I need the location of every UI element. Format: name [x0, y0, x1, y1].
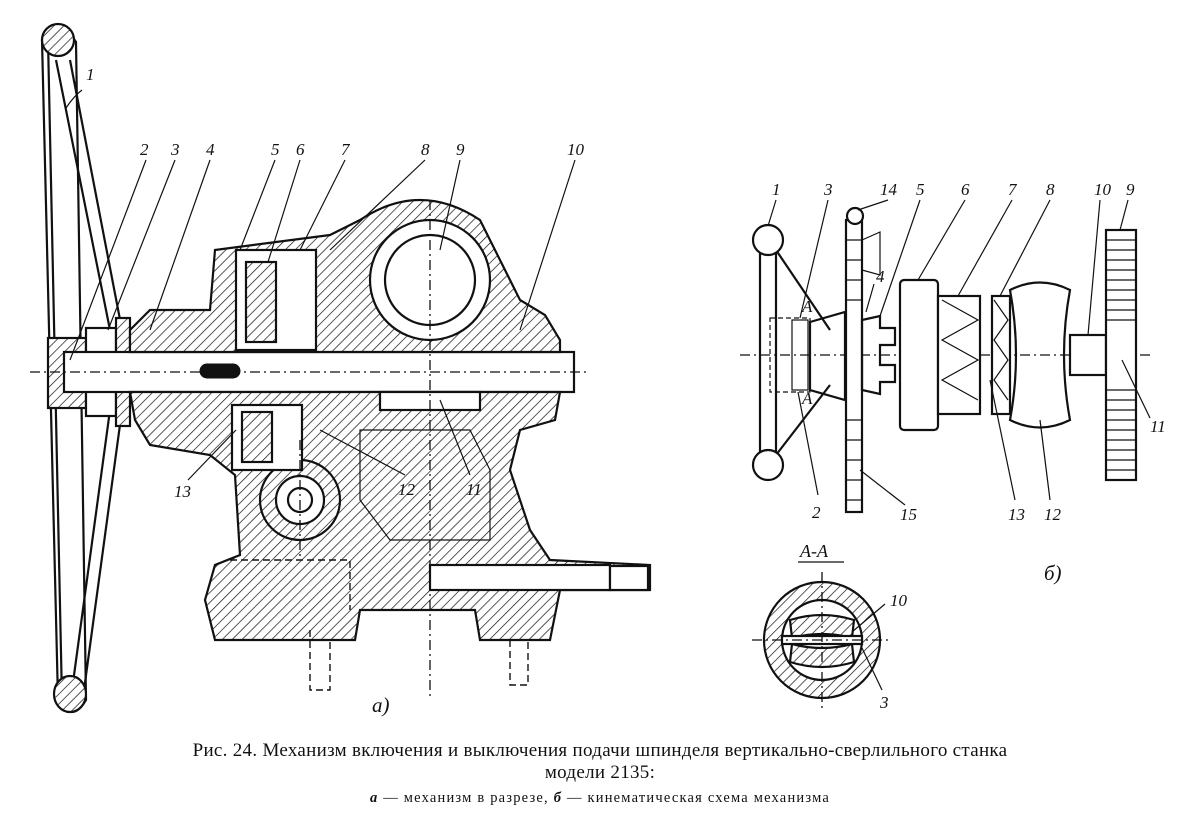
callout-b-3: 3 [823, 180, 833, 199]
callout-a-9: 9 [456, 140, 465, 159]
callout-b-12: 12 [1044, 505, 1062, 524]
caption-title-line-1: Рис. 24. Механизм включения и выключения… [192, 740, 1008, 761]
callout-b-1: 1 [772, 180, 781, 199]
view-a-callouts: 1 2 3 4 5 6 7 8 9 10 11 12 13 [86, 65, 585, 501]
scheme-handwheel [751, 223, 847, 482]
callout-a-2: 2 [140, 140, 149, 159]
callout-b-7: 7 [1008, 180, 1018, 199]
view-a-leaders [65, 89, 576, 481]
callout-b-13: 13 [1008, 505, 1025, 524]
section-a-a: А-А 10 3 [752, 541, 908, 712]
handwheel [40, 22, 124, 714]
view-b-callouts: 1 2 3 4 5 6 7 8 9 10 11 12 13 14 15 А А [772, 180, 1166, 524]
view-a-label: а) [372, 693, 390, 717]
legend-a-key: а [369, 790, 379, 806]
figure-caption: Рис. 24. Механизм включения и выключения… [0, 740, 1200, 807]
view-b-leaders [767, 199, 1151, 506]
caption-title-line-2: модели 2135: [544, 762, 656, 783]
section-callout-3: 3 [879, 693, 889, 712]
callout-b-5: 5 [916, 180, 925, 199]
section-callout-10: 10 [890, 591, 908, 610]
callout-b-4: 4 [876, 267, 885, 286]
housing [128, 198, 652, 700]
legend-b-text: — кинематическая схема механизма [562, 790, 830, 806]
caption-title: Рис. 24. Механизм включения и выключения… [0, 740, 1200, 784]
legend-a-text: — механизм в разрезе, [378, 790, 554, 806]
scheme-clutch-and-gears [898, 228, 1138, 482]
callout-a-8: 8 [421, 140, 430, 159]
callout-b-9: 9 [1126, 180, 1135, 199]
callout-a-11: 11 [466, 480, 482, 499]
callout-b-6: 6 [961, 180, 970, 199]
section-title: А-А [799, 541, 829, 561]
section-mark-top: А [801, 297, 813, 316]
callout-a-3: 3 [170, 140, 180, 159]
view-b-label: б) [1044, 561, 1062, 585]
callout-b-11: 11 [1150, 417, 1166, 436]
callout-b-14: 14 [880, 180, 898, 199]
view-a-section-drawing: 1 2 3 4 5 6 7 8 9 10 11 12 13 а) [30, 22, 652, 717]
section-mark-bottom: А [801, 389, 813, 408]
callout-a-1: 1 [86, 65, 95, 84]
shaft-assembly [30, 316, 590, 428]
callout-b-10: 10 [1094, 180, 1112, 199]
callout-a-7: 7 [341, 140, 351, 159]
scheme-rack [844, 206, 897, 514]
callout-a-5: 5 [271, 140, 280, 159]
callout-b-8: 8 [1046, 180, 1055, 199]
view-b-kinematic-scheme: 1 2 3 4 5 6 7 8 9 10 11 12 13 14 15 А А … [740, 180, 1166, 585]
callout-a-4: 4 [206, 140, 215, 159]
callout-b-15: 15 [900, 505, 917, 524]
callout-a-12: 12 [398, 480, 416, 499]
callout-a-10: 10 [567, 140, 585, 159]
technical-drawing: 1 2 3 4 5 6 7 8 9 10 11 12 13 а) [30, 22, 1166, 717]
callout-b-2: 2 [812, 503, 821, 522]
legend-b-key: б [553, 790, 563, 806]
callout-a-13: 13 [174, 482, 191, 501]
caption-legend: а — механизм в разрезе, б — кинематическ… [0, 790, 1200, 807]
callout-a-6: 6 [296, 140, 305, 159]
